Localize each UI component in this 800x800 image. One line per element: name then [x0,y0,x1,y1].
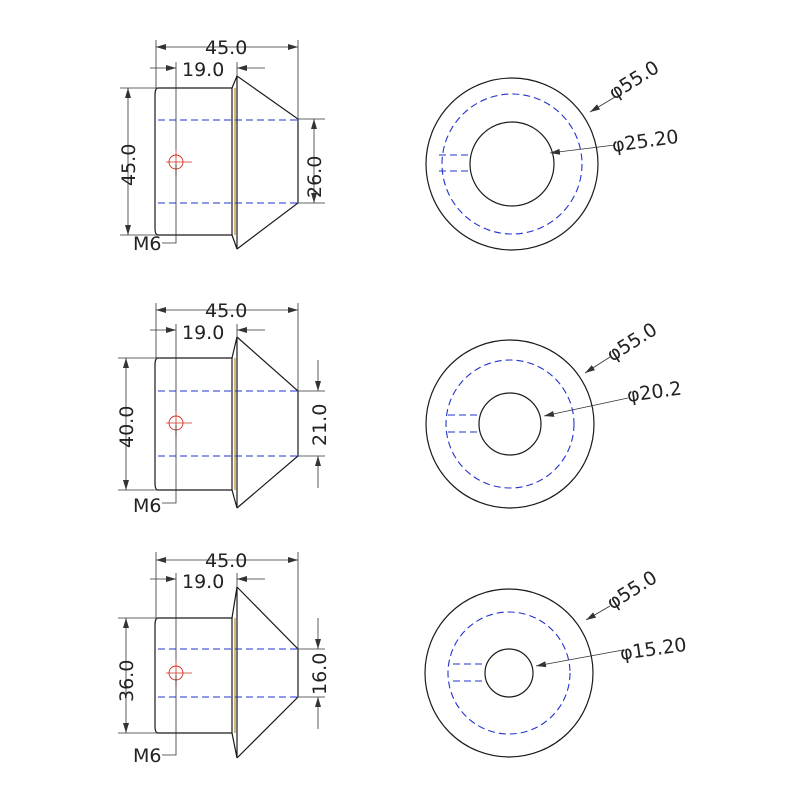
thread-label: M6 [133,233,161,255]
side-view-part-3: 45.0 19.0 36.0 16.0 M6 [116,550,331,767]
side-view-part-2: 45.0 19.0 40.0 21.0 M6 [116,300,331,517]
dim-body-diameter: 36.0 [116,660,138,702]
dim-overall-length: 45.0 [205,550,247,572]
end-view-part-1: φ55.0 φ25.20 [425,57,680,251]
dim-overall-length: 45.0 [205,37,247,59]
side-view-part-1: 45.0 19.0 45.0 26.0 M6 [118,37,326,255]
tapped-hole-marker [166,661,192,687]
dim-body-diameter: 40.0 [116,406,138,448]
dim-overall-length: 45.0 [205,300,247,322]
dim-body-length: 19.0 [182,322,224,344]
dim-outer-diameter: φ55.0 [603,319,661,367]
thread-label: M6 [133,745,161,767]
dim-outer-diameter: φ55.0 [603,567,661,615]
tapped-hole-marker [166,150,192,176]
dim-bore-diameter: φ25.20 [611,126,680,157]
dim-tip-diameter: 21.0 [309,404,331,446]
dim-tip-diameter: 16.0 [309,653,331,695]
dim-outer-diameter: φ55.0 [605,57,663,105]
end-view-part-3: φ55.0 φ15.20 [424,567,688,758]
tapped-hole-marker [166,411,192,437]
dim-tip-diameter: 26.0 [304,156,326,198]
dim-body-length: 19.0 [182,59,224,81]
dim-bore-diameter: φ15.20 [619,634,688,665]
end-view-part-2: φ55.0 φ20.2 [425,319,683,509]
dim-body-length: 19.0 [182,571,224,593]
thread-label: M6 [133,495,161,517]
dim-bore-diameter: φ20.2 [626,378,683,407]
dim-body-diameter: 45.0 [118,144,140,186]
